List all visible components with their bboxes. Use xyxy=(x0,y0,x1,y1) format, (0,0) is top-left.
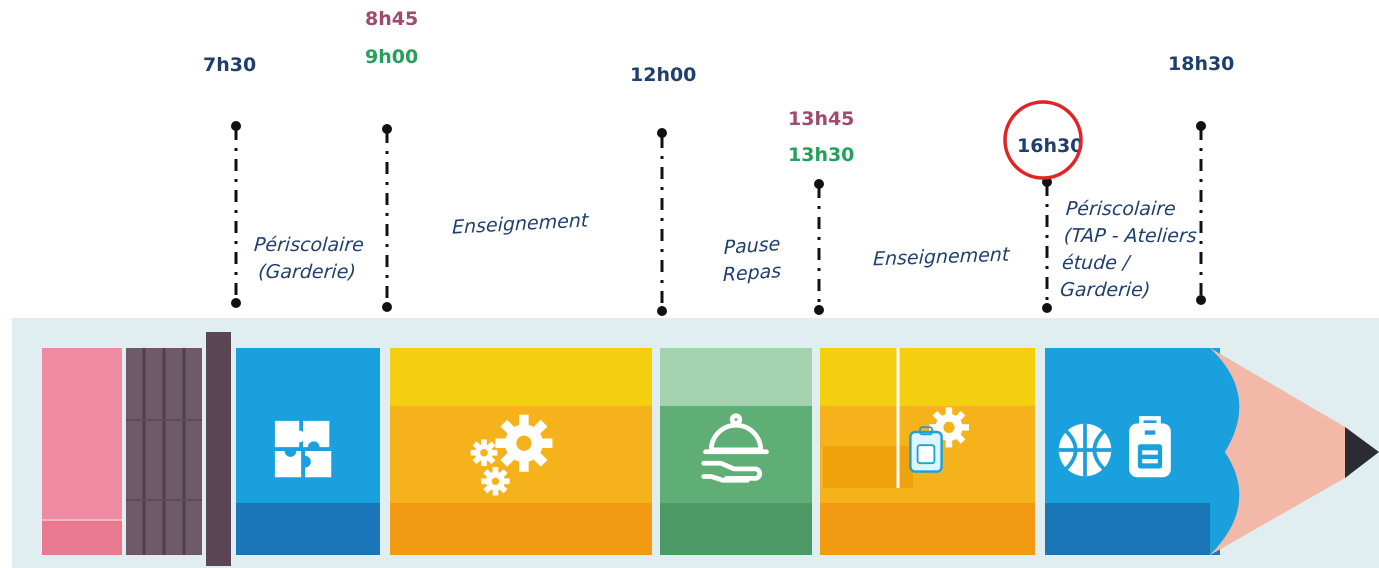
time-label-1330: 13h30 xyxy=(788,144,855,166)
segment-periscolaire-evening xyxy=(1045,348,1379,555)
marker-dot-top-1200 xyxy=(657,128,667,138)
time-label-1830: 18h30 xyxy=(1168,53,1235,75)
time-label-1200: 12h00 xyxy=(630,64,697,86)
marker-dot-top-1330 xyxy=(814,179,824,189)
backpack-icon xyxy=(909,426,943,473)
gears-icon xyxy=(470,414,553,496)
marker-dot-top-0900 xyxy=(382,124,392,134)
segment-enseignement-afternoon xyxy=(820,348,1035,555)
backpack-icon xyxy=(1129,416,1171,478)
time-label-1345: 13h45 xyxy=(788,108,855,130)
marker-dot-top-1830 xyxy=(1196,121,1206,131)
marker-dot-bottom-0730 xyxy=(231,298,241,308)
pencil-eraser xyxy=(42,348,122,555)
basketball-icon xyxy=(1058,423,1112,477)
time-label-1630: 16h30 xyxy=(1017,135,1084,157)
puzzle-icon xyxy=(274,420,332,478)
time-label-0730: 7h30 xyxy=(203,54,257,76)
marker-dot-top-0730 xyxy=(231,121,241,131)
food-cloche-icon xyxy=(701,413,769,483)
pencil-ferrule xyxy=(126,332,231,566)
time-label-0845: 8h45 xyxy=(365,8,419,30)
marker-dot-bottom-1330 xyxy=(814,305,824,315)
marker-dot-bottom-1630 xyxy=(1042,303,1052,313)
marker-dot-bottom-1830 xyxy=(1196,295,1206,305)
time-label-0900: 9h00 xyxy=(365,46,419,68)
highlight-circle xyxy=(1003,100,1083,180)
marker-dot-bottom-0900 xyxy=(382,302,392,312)
marker-dot-bottom-1200 xyxy=(657,306,667,316)
